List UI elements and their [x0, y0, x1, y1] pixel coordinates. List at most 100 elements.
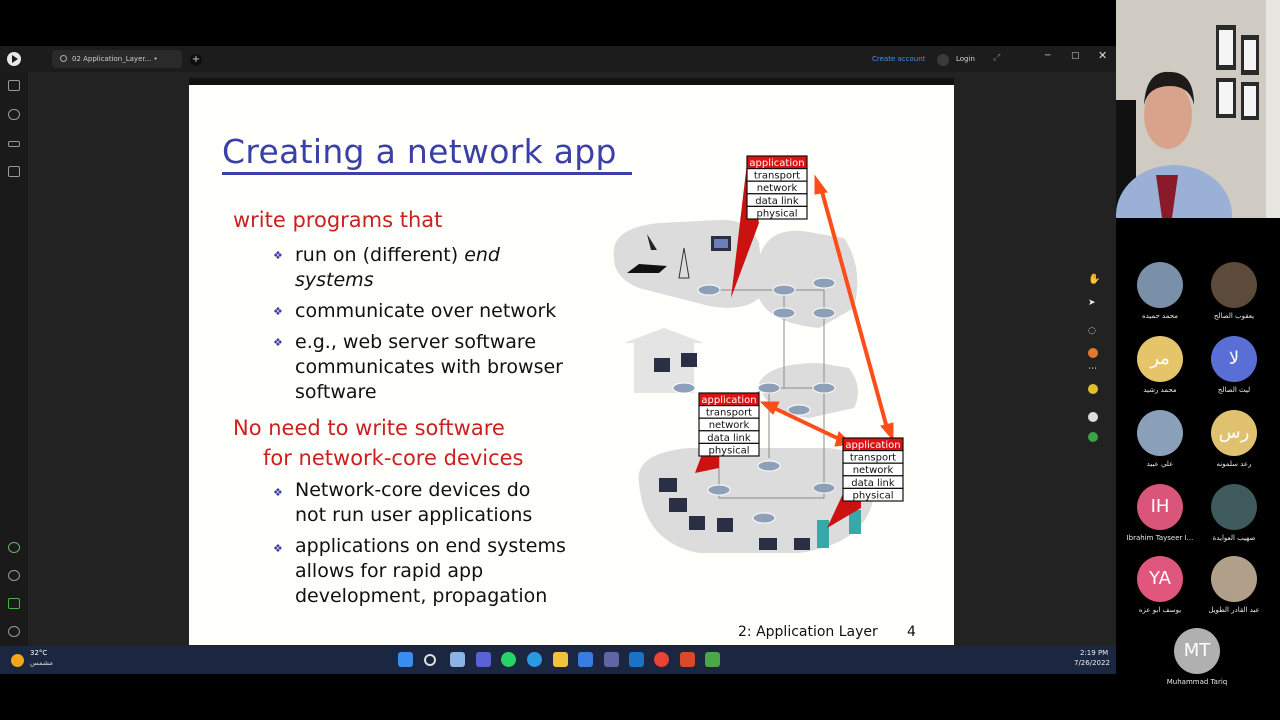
- bullet-text: run on (different): [295, 244, 465, 266]
- weather-description[interactable]: مشمس: [30, 659, 53, 667]
- pointer-icon[interactable]: ➤: [1088, 298, 1096, 308]
- end-hosts: [627, 234, 861, 550]
- search-icon[interactable]: [424, 654, 436, 666]
- app-logo-icon[interactable]: [7, 52, 21, 66]
- powerpoint-icon[interactable]: [680, 652, 695, 667]
- whatsapp-icon[interactable]: [501, 652, 516, 667]
- save-icon[interactable]: [8, 166, 20, 177]
- microsoft-store-icon[interactable]: [578, 652, 593, 667]
- history-icon[interactable]: [8, 570, 20, 581]
- stack-layer-label: network: [853, 465, 894, 476]
- left-toolbar: [0, 72, 28, 646]
- participant-name: Muhammad Tariq: [1166, 678, 1228, 686]
- tab-modified-dot: •: [153, 55, 158, 63]
- login-avatar-icon[interactable]: [937, 54, 949, 66]
- stack-layer-box: [746, 205, 808, 220]
- more-options-icon[interactable]: ⋯: [1088, 364, 1097, 374]
- weather-temperature[interactable]: 32°C: [30, 649, 48, 657]
- participant-avatar: مر: [1137, 336, 1183, 382]
- title-underline: [222, 172, 632, 175]
- windows-start-icon[interactable]: [398, 652, 413, 667]
- chat-icon[interactable]: ◌: [1088, 326, 1096, 336]
- participant-avatar: رس: [1211, 410, 1257, 456]
- presenter-video[interactable]: [1116, 0, 1280, 218]
- task-view-icon[interactable]: [450, 652, 465, 667]
- bullet-text: development, propagation: [295, 585, 548, 607]
- clock-date[interactable]: 7/26/2022: [1074, 659, 1110, 667]
- comment-icon[interactable]: [8, 141, 20, 147]
- edge-browser-icon[interactable]: [527, 652, 542, 667]
- close-window-button[interactable]: ✕: [1098, 49, 1108, 62]
- participant-tile[interactable]: صهيب العوايدة: [1194, 484, 1274, 542]
- stack-layer-box: [698, 442, 760, 457]
- bullet-web-server-example: e.g., web server software communicates w…: [295, 330, 563, 405]
- login-button[interactable]: Login: [956, 55, 975, 63]
- presentation-slide: Creating a network app write programs th…: [189, 78, 954, 645]
- participant-tile[interactable]: YA يوسف ابو عزه: [1120, 556, 1200, 614]
- new-tab-button[interactable]: +: [190, 54, 202, 66]
- stack-layer-label: network: [757, 183, 798, 194]
- cloud-sync-icon[interactable]: [8, 542, 20, 553]
- participant-avatar: YA: [1137, 556, 1183, 602]
- participant-avatar: [1137, 262, 1183, 308]
- heading-no-need: No need to write software for network-co…: [233, 413, 524, 473]
- bullet-text: applications on end systems: [295, 535, 566, 557]
- weather-sun-icon[interactable]: [11, 654, 24, 667]
- bullet-text: e.g., web server software: [295, 331, 537, 353]
- participant-name: يوسف ابو عزه: [1138, 606, 1182, 614]
- stack-layer-label: transport: [850, 453, 896, 464]
- bullet-text: software: [295, 381, 377, 403]
- bullet-run-on-end-systems: run on (different) end systems: [295, 243, 500, 293]
- stack-layer-label: application: [845, 440, 900, 451]
- chrome-icon[interactable]: [654, 652, 669, 667]
- participant-tile[interactable]: محمد حميده: [1120, 262, 1200, 320]
- education-icon[interactable]: [8, 598, 20, 609]
- presenter-video-image: [1116, 0, 1280, 218]
- record-icon[interactable]: [1088, 432, 1098, 442]
- maximize-button[interactable]: ▢: [1071, 51, 1080, 61]
- binoculars-icon[interactable]: [8, 109, 20, 120]
- participant-name: علي عبيد: [1146, 460, 1174, 468]
- participant-tile[interactable]: عبد القادر الطويل: [1194, 556, 1274, 614]
- wps-office-icon[interactable]: [705, 652, 720, 667]
- windows-taskbar: 32°C مشمس 2:19 PM 7/26/2022: [0, 646, 1116, 674]
- file-explorer-icon[interactable]: [553, 652, 568, 667]
- participant-name: يعقوب الصالح: [1213, 312, 1255, 320]
- minimize-button[interactable]: ─: [1045, 51, 1051, 61]
- bullet-diamond-icon: ❖: [273, 305, 283, 318]
- bullet-emphasis: end: [464, 244, 500, 266]
- teams-chat-icon[interactable]: [476, 652, 491, 667]
- teams-icon[interactable]: [604, 652, 619, 667]
- heading-line: for network-core devices: [263, 446, 524, 470]
- expand-icon[interactable]: ⤢: [993, 53, 1001, 63]
- bullet-diamond-icon: ❖: [273, 486, 283, 499]
- bullet-emphasis: systems: [295, 269, 374, 291]
- add-icon[interactable]: [1088, 412, 1098, 422]
- raise-hand-icon[interactable]: ✋: [1088, 274, 1101, 285]
- stack-layer-label: transport: [754, 171, 800, 182]
- emoji-icon[interactable]: [1088, 384, 1098, 394]
- network-links: [709, 289, 825, 499]
- document-tab[interactable]: 02 Application_Layer... • ✕: [52, 50, 182, 68]
- stack-layer-label: data link: [755, 196, 799, 207]
- clock-time[interactable]: 2:19 PM: [1080, 649, 1109, 657]
- outlook-icon[interactable]: [629, 652, 644, 667]
- settings-gear-icon[interactable]: [8, 626, 20, 637]
- participant-tile[interactable]: يعقوب الصالح: [1194, 262, 1274, 320]
- participant-tile[interactable]: علي عبيد: [1120, 410, 1200, 468]
- reactions-icon[interactable]: [1088, 348, 1098, 358]
- participant-name: Ibrahim Tayseer I...: [1126, 534, 1194, 542]
- heading-line: No need to write software: [233, 416, 505, 440]
- participant-avatar: [1211, 556, 1257, 602]
- panel-tools: ✋ ➤ ◌ ⋯: [1084, 270, 1102, 450]
- create-account-link[interactable]: Create account: [872, 55, 926, 63]
- stack-layer-label: application: [749, 158, 804, 169]
- pages-icon[interactable]: [8, 80, 20, 91]
